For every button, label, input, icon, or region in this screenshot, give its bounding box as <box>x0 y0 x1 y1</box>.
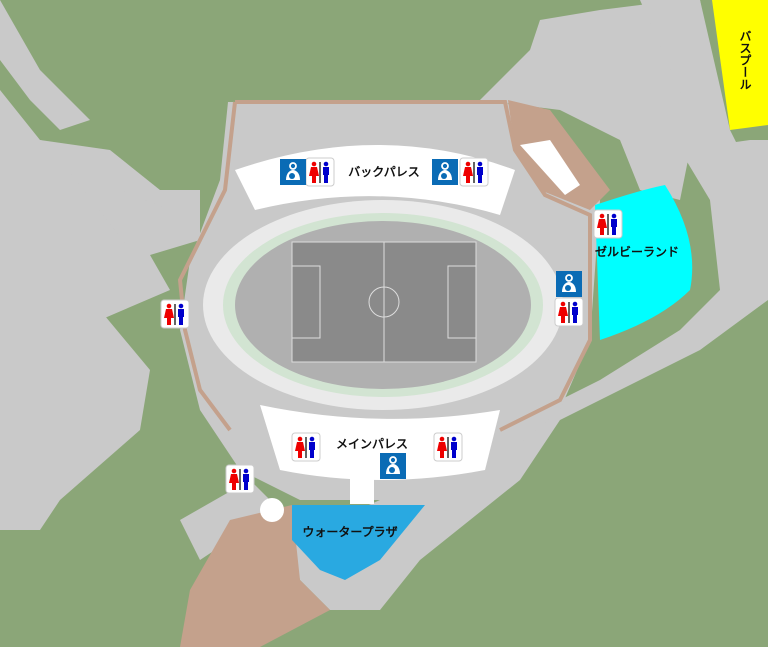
bus-pool-label: バスプール <box>738 30 752 90</box>
restroom-icon <box>305 157 335 187</box>
nursing-room-icon <box>431 158 459 186</box>
restroom-icon <box>225 464 255 494</box>
main-gate-path <box>350 474 374 504</box>
water-plaza-label: ウォータープラザ <box>302 524 397 539</box>
restroom-icon <box>291 432 321 462</box>
nursing-room-icon <box>279 158 307 186</box>
plaza-circle <box>260 498 284 522</box>
nursing-room-icon <box>555 270 583 298</box>
northeast-building <box>520 140 580 195</box>
restroom-icon <box>433 432 463 462</box>
restroom-icon <box>554 297 584 327</box>
main-stand-label: メインパレス <box>336 437 408 451</box>
nursing-room-icon <box>379 452 407 480</box>
pitch-lines <box>291 242 477 362</box>
restroom-icon <box>593 209 623 239</box>
back-stand-label: バックパレス <box>348 165 419 179</box>
water-plaza-zone[interactable] <box>292 505 425 580</box>
zelbi-land-label: ゼルビーランド <box>595 244 679 259</box>
bus-pool-zone[interactable] <box>712 0 768 130</box>
restroom-icon <box>160 299 190 329</box>
restroom-icon <box>459 157 489 187</box>
